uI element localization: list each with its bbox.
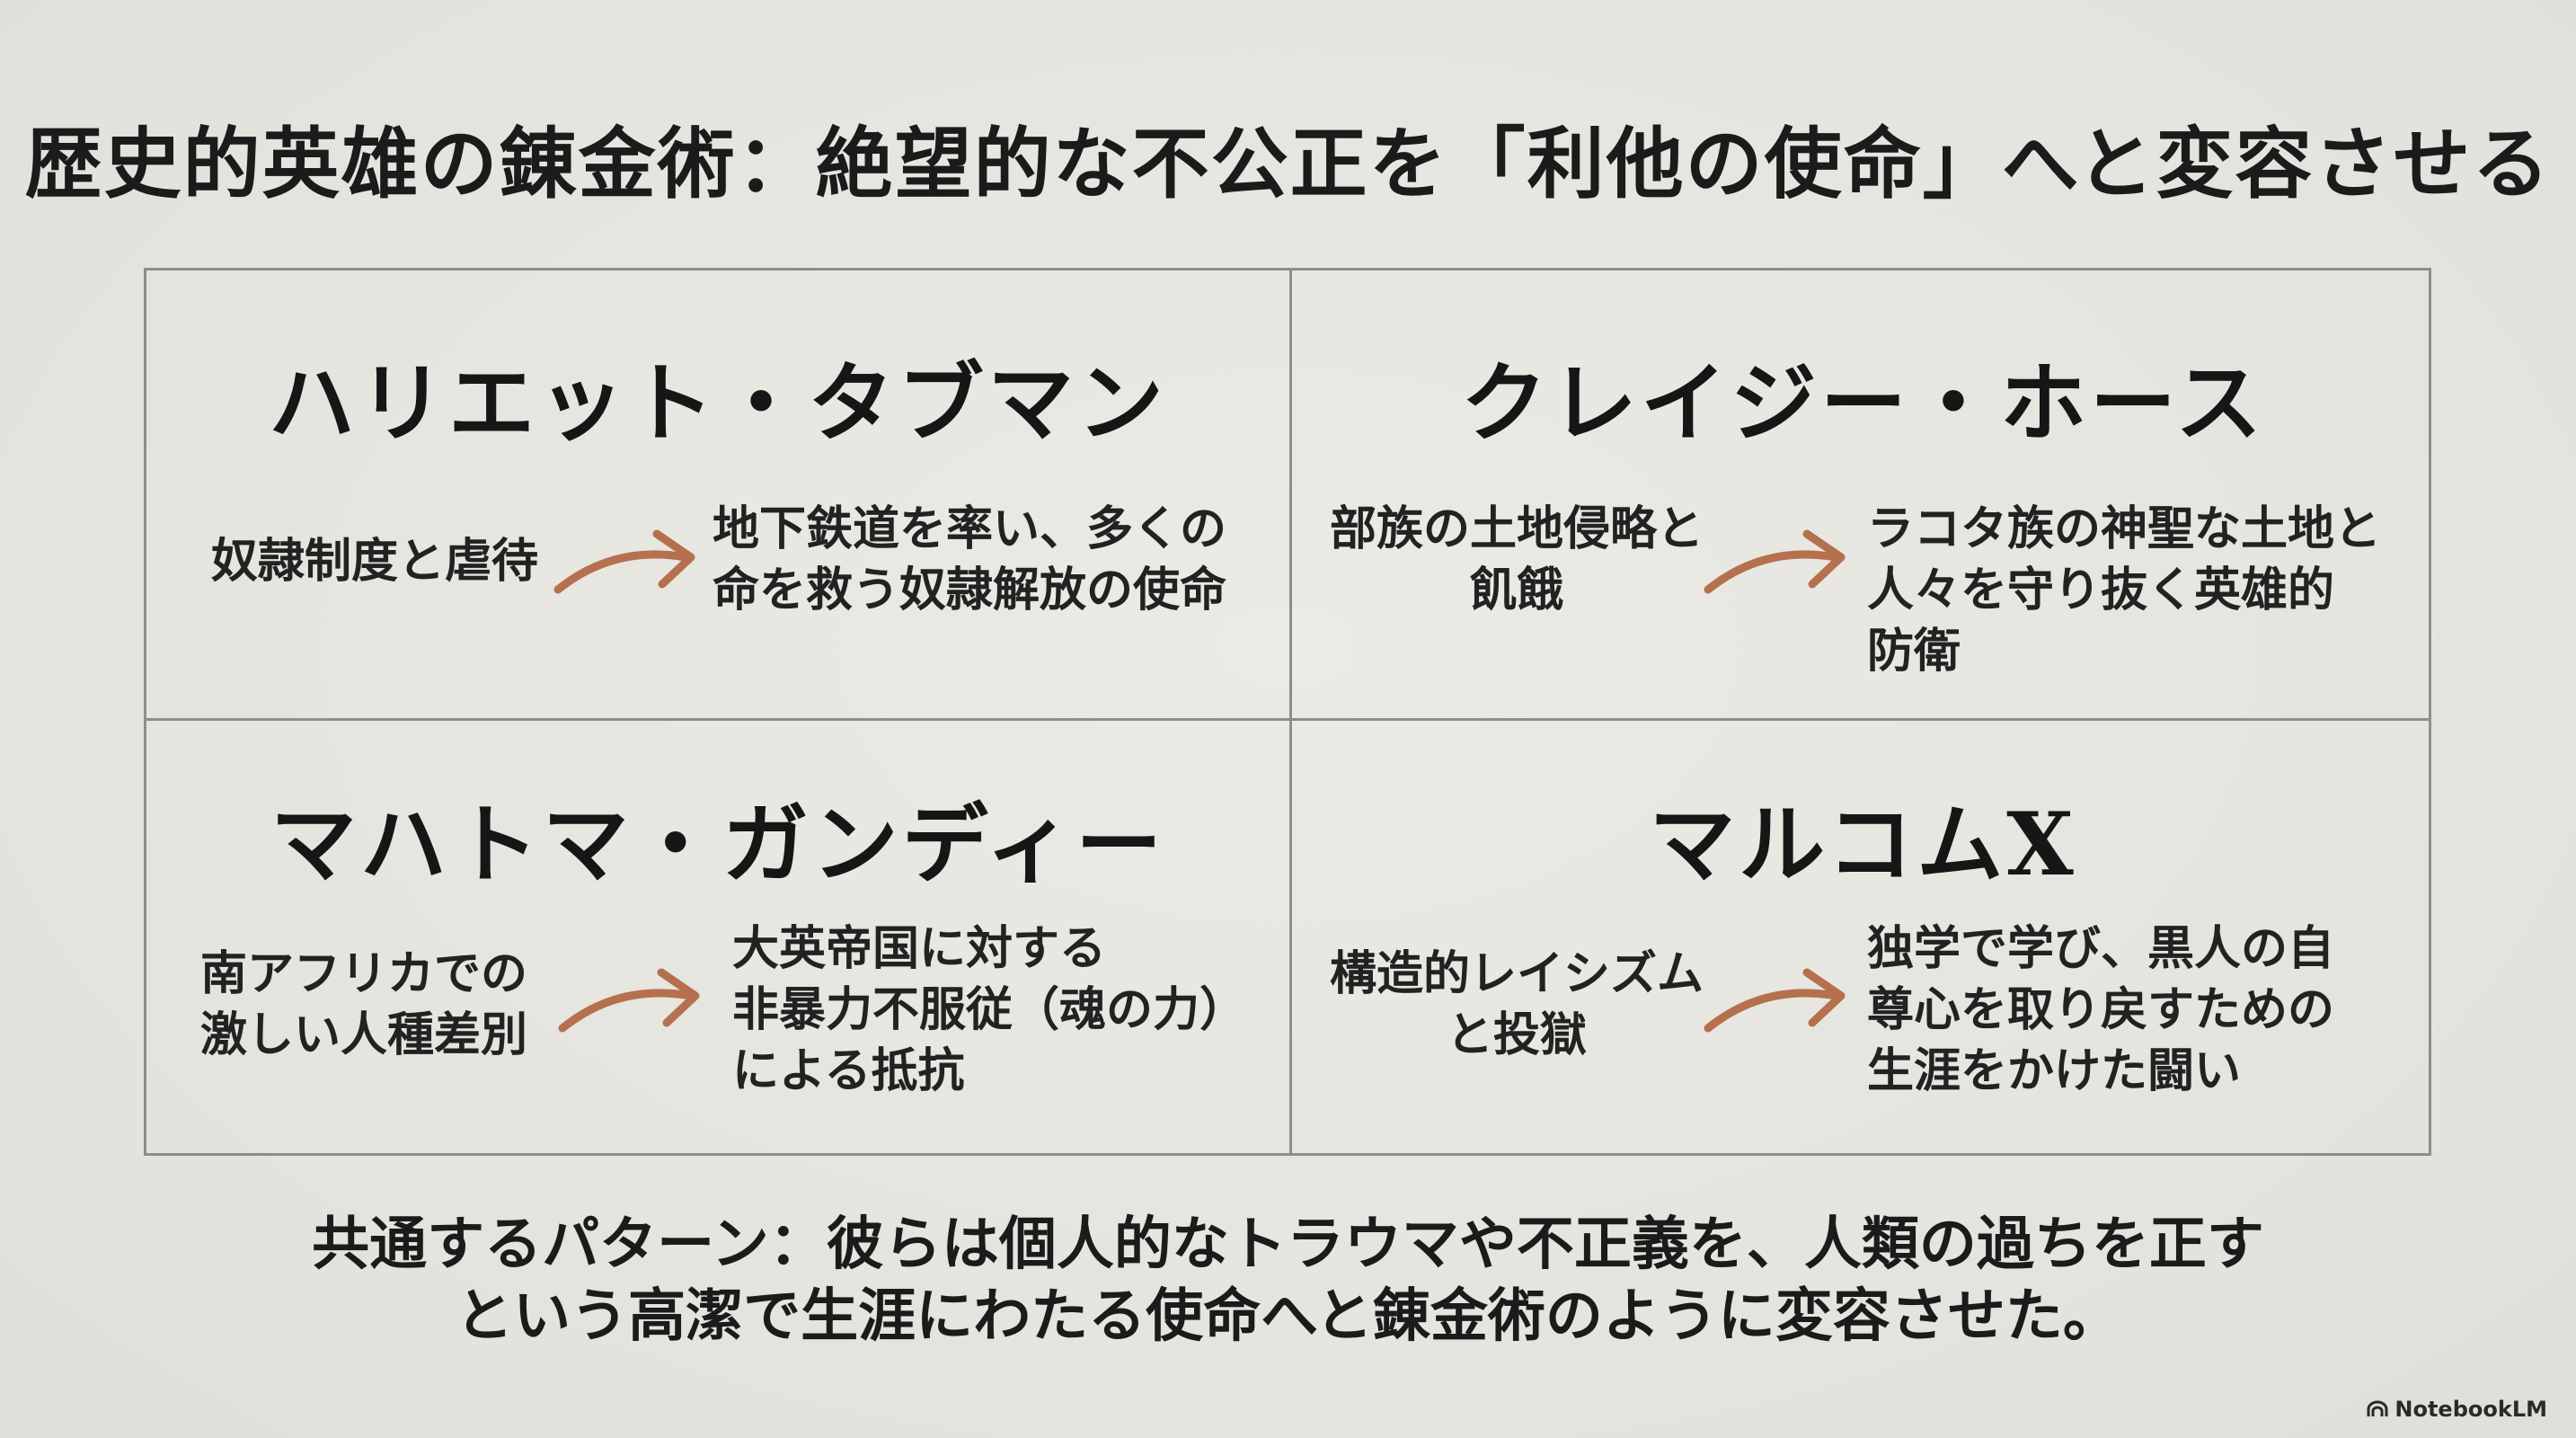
mission-text: 大英帝国に対する 非暴力不服従（魂の力） による抵抗 [732, 922, 1247, 1098]
hero-name: クレイジー・ホース [1460, 352, 2266, 454]
injustice-text: 南アフリカでの 激しい人種差別 [200, 947, 528, 1062]
mission-text: ラコタ族の神聖な土地と 人々を守り抜く英雄的 防衛 [1867, 502, 2382, 679]
hero-card-gandhi: マハトマ・ガンディー 南アフリカでの 激しい人種差別 大英帝国に対する 非暴力不… [146, 721, 1289, 1158]
grid-divider-vertical [1289, 271, 1292, 1153]
injustice-text: 構造的レイシズム と投獄 [1329, 947, 1704, 1062]
hero-card-malcolm-x: マルコムX 構造的レイシズム と投獄 独学で学び、黒人の自 尊心を取り戻すための… [1292, 721, 2434, 1158]
hero-name: マルコムX [1649, 794, 2077, 895]
transform-arrow-icon [553, 529, 695, 594]
hero-card-tubman: ハリエット・タブマン 奴隷制度と虐待 地下鉄道を率い、多くの 命を救う奴隷解放の… [146, 271, 1289, 718]
injustice-text: 奴隷制度と虐待 [211, 535, 539, 589]
summary-line: 共通するパターン：彼らは個人的なトラウマや不正義を、人類の過ちを正す [312, 1212, 2264, 1278]
mission-text: 独学で学び、黒人の自 尊心を取り戻すための 生涯をかけた闘い [1867, 922, 2335, 1098]
hero-name: ハリエット・タブマン [269, 352, 1167, 454]
summary-line: という高潔で生涯にわたる使命へと錬金術のように変容させた。 [456, 1283, 2120, 1350]
transform-arrow-icon [1704, 968, 1846, 1033]
mission-text: 地下鉄道を率い、多くの 命を救う奴隷解放の使命 [713, 502, 1227, 617]
brand-label: NotebookLM [2395, 1397, 2547, 1422]
transform-arrow-icon [558, 968, 700, 1033]
hero-grid: ハリエット・タブマン 奴隷制度と虐待 地下鉄道を率い、多くの 命を救う奴隷解放の… [144, 268, 2431, 1156]
notebooklm-watermark: NotebookLM [2366, 1397, 2547, 1422]
transform-arrow-icon [1704, 529, 1846, 594]
summary-text: 共通するパターン：彼らは個人的なトラウマや不正義を、人類の過ちを正す という高潔… [0, 1209, 2576, 1353]
grid-divider-horizontal [146, 718, 2429, 721]
hero-name: マハトマ・ガンディー [270, 794, 1166, 895]
injustice-text: 部族の土地侵略と 飢餓 [1329, 502, 1704, 617]
notebooklm-logo-icon [2367, 1400, 2388, 1416]
slide-title: 歴史的英雄の錬金術：絶望的な不公正を「利他の使命」へと変容させる [24, 119, 2552, 209]
hero-card-crazy-horse: クレイジー・ホース 部族の土地侵略と 飢餓 ラコタ族の神聖な土地と 人々を守り抜… [1292, 271, 2434, 718]
